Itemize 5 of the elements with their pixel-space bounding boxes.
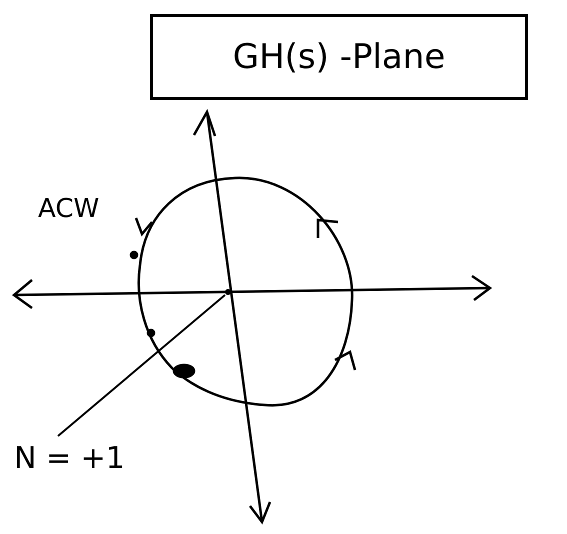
annotation-text: N = +1	[14, 436, 130, 480]
title-box: GH(s) -Plane	[150, 14, 528, 100]
origin-point	[225, 289, 231, 295]
leader-line	[57, 294, 226, 437]
direction-label: ACW	[38, 193, 100, 226]
